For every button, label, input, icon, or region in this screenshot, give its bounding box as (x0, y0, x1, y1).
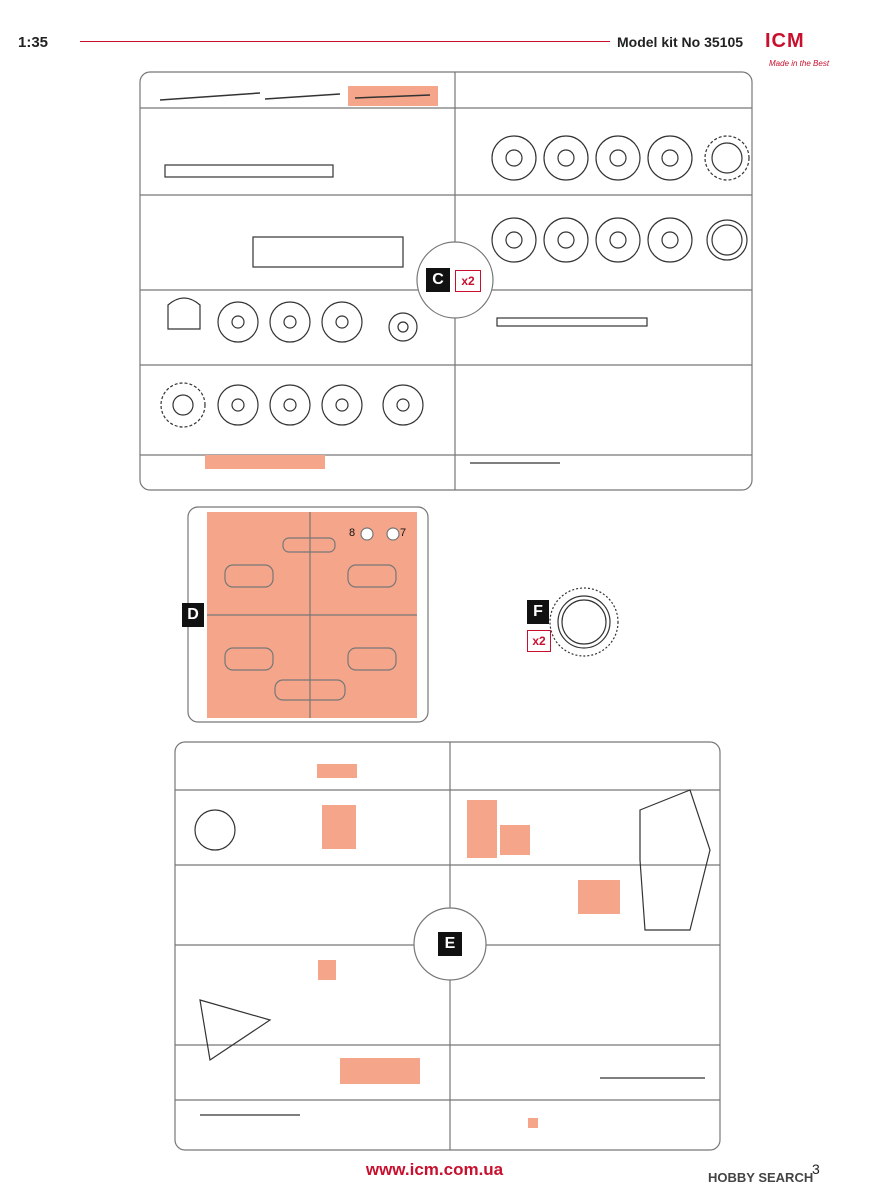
sprue-c-label: C (426, 268, 450, 292)
rifle-parts (159, 92, 431, 101)
website-link[interactable]: www.icm.com.ua (365, 1160, 504, 1179)
wheels-25 (167, 297, 418, 343)
sprue-e-label: E (438, 932, 462, 956)
sprue-d-part-7: 7 (400, 527, 407, 539)
page-number: 3 (812, 1161, 820, 1177)
sprue-d-label: D (182, 603, 204, 627)
brand-logo: ICM Made in the Best (765, 30, 835, 70)
sprue-d-part-8: 8 (349, 527, 356, 539)
scale-label: 1:35 (18, 34, 49, 51)
sprue-c-highlight-38 (205, 455, 325, 469)
sprue-f-tire (549, 587, 619, 657)
brand-name: ICM (765, 30, 805, 52)
sprue-c-misc (164, 164, 648, 464)
sprue-f-label: F (527, 600, 549, 624)
sprue-f-quantity: x2 (527, 630, 551, 652)
header-rule (80, 41, 610, 42)
watermark: HOBBY SEARCH (708, 1170, 814, 1185)
sprue-d-parts (207, 512, 417, 718)
sprue-e-highlights (317, 764, 620, 1128)
sprue-e-parts (194, 789, 711, 1116)
brand-tagline: Made in the Best (769, 59, 830, 68)
wheels-30 (160, 382, 424, 428)
kit-number: Model kit No 35105 (617, 34, 744, 50)
sprue-c-quantity: x2 (455, 270, 481, 292)
road-wheels-13 (491, 135, 750, 181)
road-wheels-18 (491, 217, 748, 263)
